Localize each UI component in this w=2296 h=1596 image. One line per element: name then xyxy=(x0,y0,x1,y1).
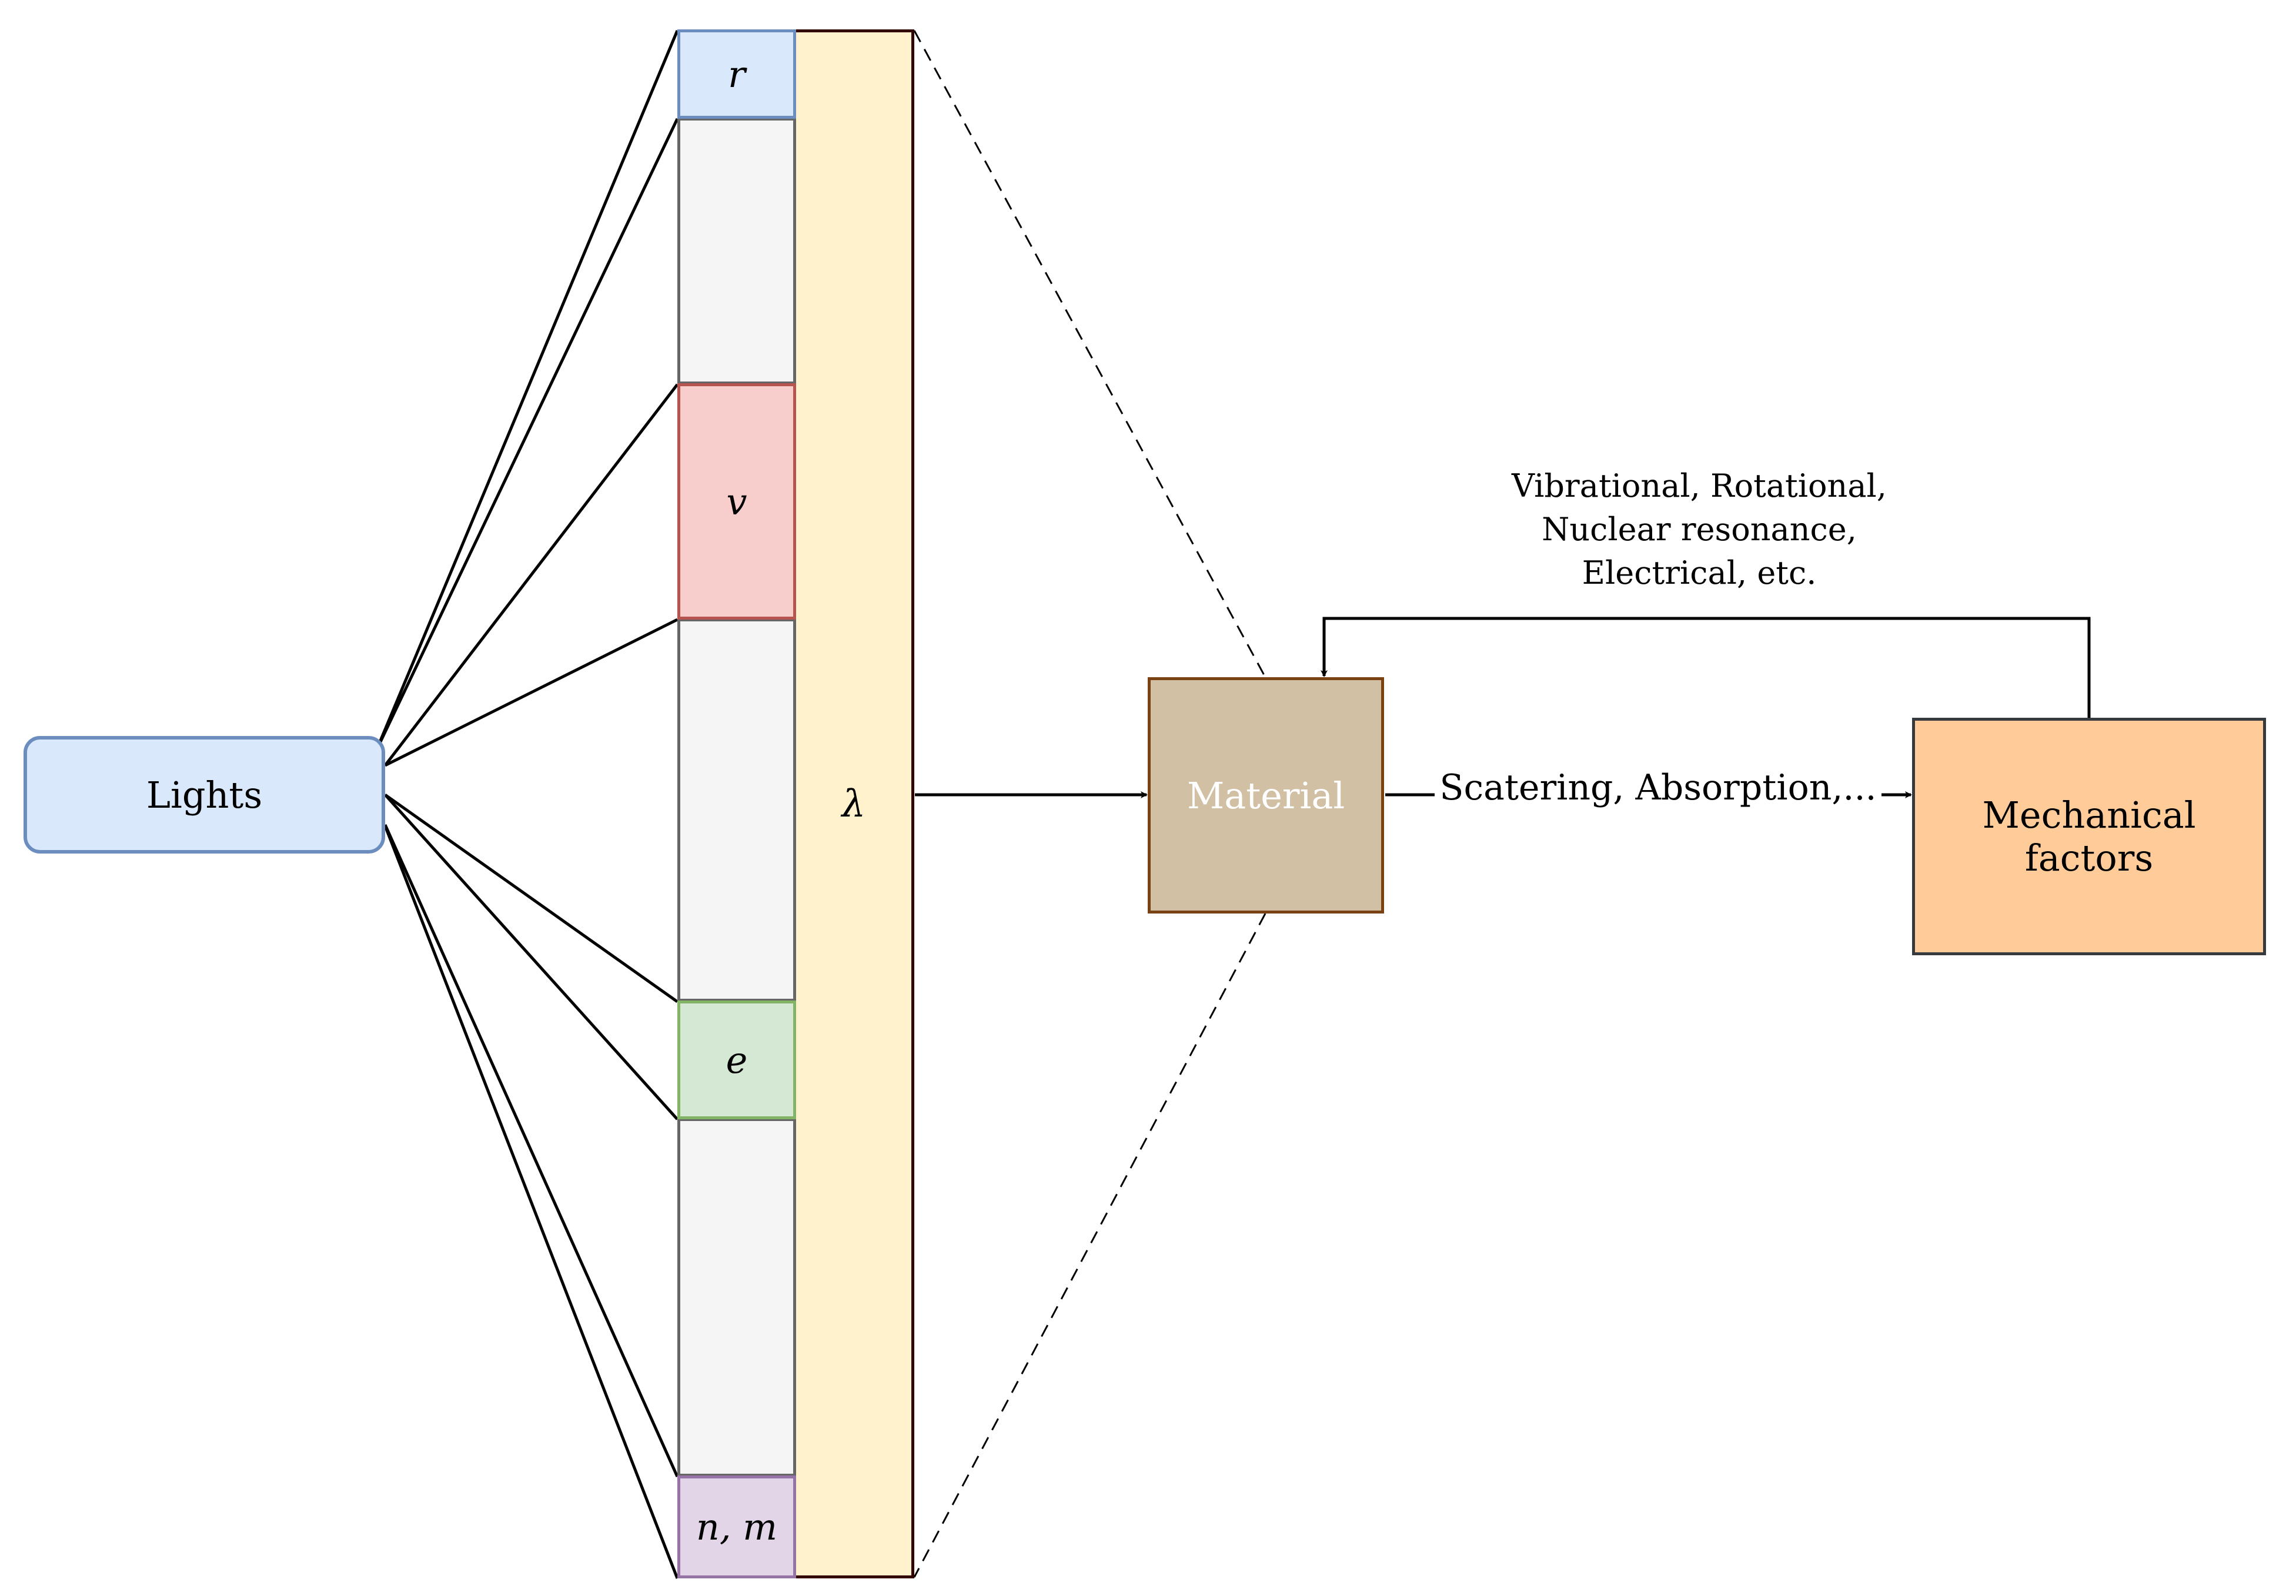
mechanical-factors-label: Mechanical factors xyxy=(1982,794,2196,879)
scattering-edge-label: Scatering, Absorption,... xyxy=(1435,764,1881,811)
segment-e-label: e xyxy=(726,1038,748,1082)
material-label: Material xyxy=(1187,774,1345,817)
material-node[interactable]: Material xyxy=(1148,677,1384,914)
feedback-label-line: Electrical, etc. xyxy=(1582,554,1817,591)
spectrum-segment-gap xyxy=(677,118,796,384)
spectrum-segment-e[interactable]: e xyxy=(677,1001,796,1119)
spectrum-segment-gap xyxy=(677,618,796,1002)
lights-node[interactable]: Lights xyxy=(24,736,385,854)
projection-line-bottom xyxy=(913,913,1266,1578)
lambda-label: λ xyxy=(841,782,866,826)
fan-line-nm-bottom xyxy=(383,825,679,1579)
fan-line-e-bottom xyxy=(384,794,679,1120)
lights-label: Lights xyxy=(146,773,263,817)
spectrum-segment-r[interactable]: r xyxy=(677,29,796,119)
fan-line-e-top xyxy=(384,793,679,1003)
feedback-label-line: Nuclear resonance, xyxy=(1542,511,1857,548)
spectrum-segment-gap xyxy=(677,1118,796,1477)
fan-line-nm-top xyxy=(383,824,679,1478)
fan-line-r-top xyxy=(379,30,679,741)
mechanical-factors-node[interactable]: Mechanical factors xyxy=(1912,718,2266,955)
segment-nm-label: n, m xyxy=(696,1505,778,1548)
fan-line-r-bottom xyxy=(379,118,679,743)
segment-v-label: v xyxy=(726,480,747,523)
feedback-label-line: Vibrational, Rotational, xyxy=(1512,467,1887,504)
segment-r-label: r xyxy=(728,52,746,96)
spectrum-segment-v[interactable]: v xyxy=(677,383,796,620)
arrow-mechanical-to-material xyxy=(1321,617,2091,718)
spectrum-segment-nm[interactable]: n, m xyxy=(677,1475,796,1578)
fan-line-v-top xyxy=(384,383,679,767)
wavelength-bar[interactable]: λ xyxy=(796,29,914,1578)
fan-line-v-bottom xyxy=(384,618,679,767)
feedback-edge-label: Vibrational, Rotational, Nuclear resonan… xyxy=(1482,464,1917,595)
projection-line-top xyxy=(913,30,1266,678)
